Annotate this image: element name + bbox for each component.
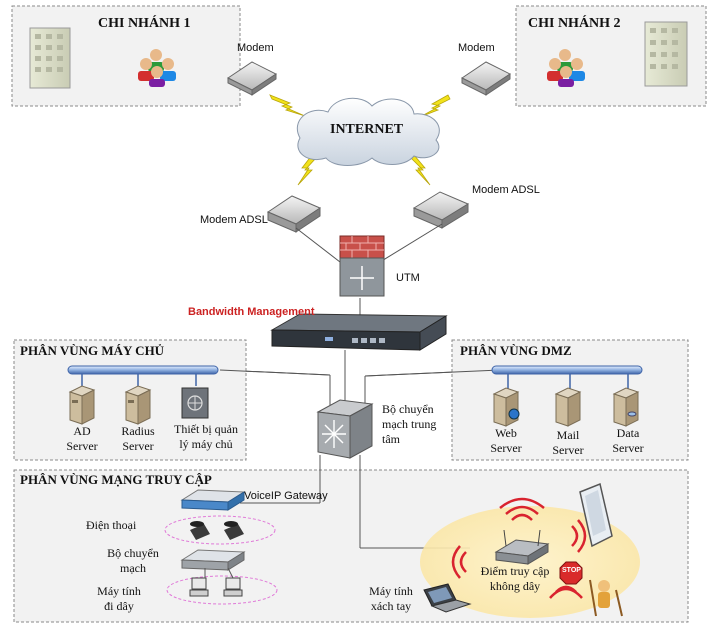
bandwidth-device-icon	[270, 313, 448, 351]
branch2-title: CHI NHÁNH 2	[528, 16, 621, 31]
access-switch-icon	[180, 549, 246, 571]
tablet-icon	[579, 482, 613, 548]
core-switch-icon	[316, 399, 374, 459]
web-server-icon	[492, 387, 520, 427]
modem-label-right: Modem	[458, 42, 495, 54]
internet-cloud-icon	[296, 97, 440, 166]
branch1-title: CHI NHÁNH 1	[98, 16, 191, 31]
wifi-signal-icon	[451, 497, 587, 599]
management-device-icon	[181, 387, 209, 419]
stop-label: STOP	[562, 567, 581, 574]
modem-adsl-left-icon	[266, 195, 322, 233]
dmz-zone-title: PHÂN VÙNG DMZ	[460, 343, 572, 358]
server-backbone-bar	[67, 365, 219, 388]
phone-label: Điện thoại	[86, 518, 137, 532]
users-icon	[547, 49, 585, 87]
utm-firewall-icon	[339, 235, 385, 297]
phone-icon	[224, 521, 244, 540]
voip-gateway-label: VoiceIP Gateway	[244, 490, 328, 502]
building-icon	[644, 21, 688, 87]
users-icon	[138, 49, 176, 87]
building-icon	[29, 27, 71, 89]
internet-label: INTERNET	[330, 122, 404, 137]
voip-gateway-icon	[180, 489, 246, 511]
modem-icon	[227, 61, 277, 96]
pc-group-ring	[166, 575, 278, 605]
modem-adsl-left-label: Modem ADSL	[200, 214, 268, 226]
desktop-pc-icon	[223, 577, 243, 597]
access-zone-title: PHÂN VÙNG MẠNG TRUY CẬP	[20, 472, 212, 487]
ad-server-icon	[68, 385, 96, 425]
desktop-pc-icon	[189, 577, 209, 597]
data-server-icon	[612, 387, 640, 427]
modem-adsl-right-label: Modem ADSL	[472, 184, 540, 196]
utm-label: UTM	[396, 272, 420, 284]
stop-sign-icon	[559, 561, 583, 585]
person-with-ladder-icon	[589, 579, 623, 617]
radius-server-icon	[124, 385, 152, 425]
bandwidth-label: Bandwidth Management	[188, 306, 315, 318]
phone-icon	[190, 521, 210, 540]
server-zone-title: PHÂN VÙNG MÁY CHỦ	[20, 343, 165, 358]
phone-group-ring	[164, 515, 276, 545]
laptop-icon	[423, 583, 472, 613]
wireless-ap-icon	[494, 529, 550, 565]
modem-label-left: Modem	[237, 42, 274, 54]
modem-adsl-right-icon	[412, 191, 470, 229]
modem-icon	[461, 61, 511, 96]
dmz-backbone-bar	[491, 365, 643, 390]
mail-server-icon	[554, 387, 582, 427]
